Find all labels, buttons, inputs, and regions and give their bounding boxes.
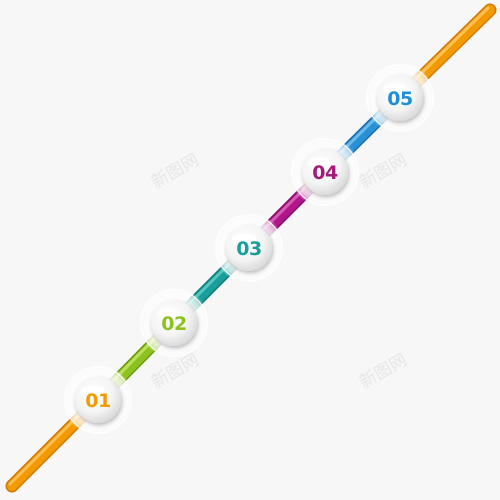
step-number-03: 03 [236, 238, 261, 260]
step-number-05: 05 [387, 88, 412, 110]
step-node-01: 01 [62, 364, 134, 436]
step-number-01: 01 [85, 390, 110, 412]
watermark-text: 新图网 [148, 150, 202, 193]
step-node-04: 04 [289, 136, 361, 208]
watermark-group: 新图网新图网新图网新图网 [148, 150, 410, 393]
watermark-text: 新图网 [356, 150, 410, 193]
step-node-05: 05 [364, 62, 436, 134]
watermark-text: 新图网 [356, 350, 410, 393]
step-node-03: 03 [213, 212, 285, 284]
step-number-04: 04 [312, 162, 338, 184]
step-node-02: 02 [138, 287, 210, 359]
step-number-02: 02 [161, 313, 186, 335]
